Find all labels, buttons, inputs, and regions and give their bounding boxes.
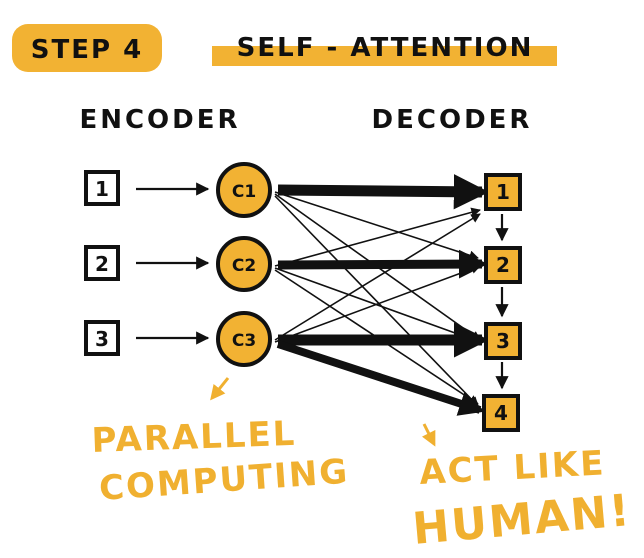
attention-line-c1-d4: [274, 195, 479, 407]
step-label: STEP 4: [31, 35, 143, 65]
attention-line-c3-d1: [274, 213, 481, 341]
attention-bold-lines: [276, 174, 490, 416]
context-vector-c3: C3: [216, 311, 272, 367]
attention-line-c2-d3: [274, 267, 481, 344]
context-vector-c2: C2: [216, 236, 272, 292]
decoder-output-3: 3: [484, 322, 522, 360]
context-vector-circle: [216, 162, 272, 218]
encoder-input-box: [84, 320, 120, 356]
attention-line-c2-d1: [274, 207, 481, 267]
encoder-input-box: [84, 245, 120, 281]
context-vector-label: C1: [232, 182, 256, 202]
encoder-input-3: 3: [84, 320, 120, 356]
encoder-input-label: 1: [95, 177, 109, 201]
encoder-input-1: 1: [84, 170, 120, 206]
decoder-output-box: [484, 322, 522, 360]
decoder-output-label: 1: [496, 180, 510, 204]
step-badge-highlight: [12, 24, 162, 72]
decoder-output-label: 4: [494, 401, 508, 425]
title: SELF - ATTENTION: [212, 33, 557, 66]
human-pointer-arrow: [421, 423, 436, 447]
encoder-arrows: [136, 182, 210, 345]
decoder-output-box: [484, 246, 522, 284]
context-vector-label: C2: [232, 256, 256, 276]
attention-bold-c1-d1: [277, 174, 490, 210]
context-vector-circle: [216, 236, 272, 292]
encoder-input-box: [84, 170, 120, 206]
context-vector-c1: C1: [216, 162, 272, 218]
decoder-heading: DECODER: [372, 105, 533, 135]
encoder-heading: ENCODER: [79, 105, 240, 135]
attention-bold-c3-d4: [276, 340, 485, 416]
encoder-input-2: 2: [84, 245, 120, 281]
step-badge: STEP 4: [12, 24, 162, 72]
context-vector-label: C3: [232, 331, 256, 351]
decoder-output-label: 2: [496, 253, 510, 277]
act-like-human-note: ACT LIKE HUMAN!: [411, 443, 634, 555]
human-note-line2: HUMAN!: [411, 485, 634, 555]
title-text: SELF - ATTENTION: [237, 33, 534, 63]
context-vector-circle: [216, 311, 272, 367]
decoder-output-1: 1: [484, 173, 522, 211]
parallel-note-line2: COMPUTING: [98, 452, 351, 509]
attention-line-c3-d2: [274, 264, 481, 343]
encoder-input-label: 2: [95, 252, 109, 276]
decoder-output-label: 3: [496, 329, 510, 353]
human-note-line1: ACT LIKE: [418, 443, 606, 493]
decoder-output-box: [484, 173, 522, 211]
encoder-input-label: 3: [95, 327, 109, 351]
decoder-output-2: 2: [484, 246, 522, 284]
decoder-output-box: [482, 394, 520, 432]
parallel-note-line1: PARALLEL: [91, 414, 297, 461]
decoder-output-4: 4: [482, 394, 520, 432]
attention-bold-c2-d2: [277, 249, 488, 279]
title-underline-highlight: [212, 46, 557, 66]
attention-line-c1-d2: [274, 191, 479, 260]
parallel-pointer-arrow: [210, 377, 230, 401]
parallel-computing-note: PARALLEL COMPUTING: [91, 414, 351, 509]
